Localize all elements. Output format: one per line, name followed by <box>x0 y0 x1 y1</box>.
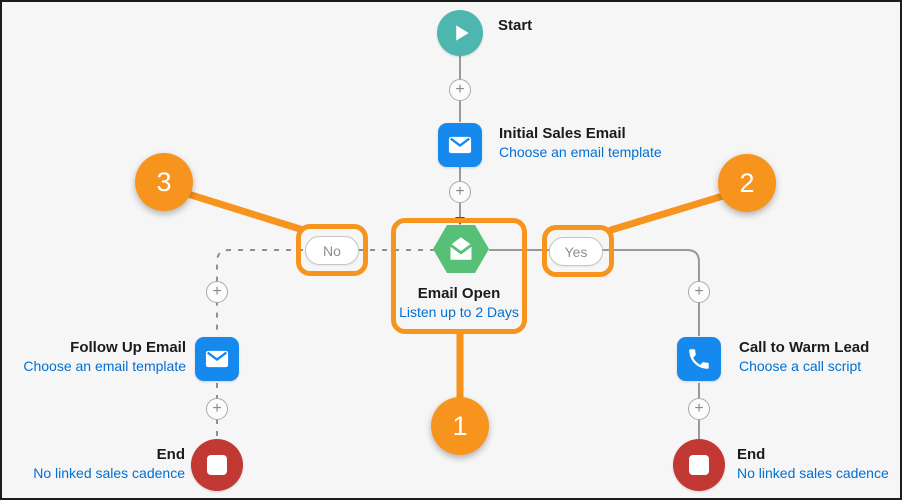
end-node-left[interactable] <box>191 439 243 491</box>
callout-1-badge: 1 <box>431 397 489 455</box>
add-step-button[interactable]: + <box>206 281 228 303</box>
callout-3-badge: 3 <box>135 153 193 211</box>
add-step-button[interactable]: + <box>688 281 710 303</box>
open-envelope-icon <box>449 237 473 260</box>
email-open-highlight-box <box>391 218 527 334</box>
initial-sales-email-link[interactable]: Choose an email template <box>499 144 662 160</box>
follow-up-email-link[interactable]: Choose an email template <box>23 358 186 374</box>
play-icon <box>456 25 469 41</box>
email-open-title: Email Open <box>417 285 501 302</box>
add-step-button[interactable]: + <box>206 398 228 420</box>
envelope-icon <box>448 136 472 154</box>
end-right-link[interactable]: No linked sales cadence <box>737 465 889 481</box>
initial-sales-email-title: Initial Sales Email <box>499 125 626 142</box>
email-open-link[interactable]: Listen up to 2 Days <box>399 304 519 320</box>
stop-icon <box>207 455 227 475</box>
end-left-title: End <box>156 446 185 463</box>
envelope-icon <box>205 350 229 368</box>
callout-2-badge: 2 <box>718 154 776 212</box>
end-left-link[interactable]: No linked sales cadence <box>33 465 185 481</box>
stop-icon <box>689 455 709 475</box>
add-step-button[interactable]: + <box>449 79 471 101</box>
call-to-warm-lead-link[interactable]: Choose a call script <box>739 358 862 374</box>
initial-sales-email-node[interactable] <box>438 123 482 167</box>
start-node[interactable] <box>437 10 483 56</box>
add-step-button[interactable]: + <box>449 181 471 203</box>
yes-badge-highlight-box <box>542 225 614 277</box>
add-step-button[interactable]: + <box>688 398 710 420</box>
yes-branch-badge[interactable]: Yes <box>549 237 603 266</box>
callout-3-pointer <box>184 190 304 233</box>
call-to-warm-lead-node[interactable] <box>677 337 721 381</box>
follow-up-email-title: Follow Up Email <box>70 339 186 356</box>
email-open-node[interactable] <box>433 225 489 273</box>
no-badge-highlight-box <box>296 224 368 276</box>
end-right-title: End <box>737 446 766 463</box>
callout-2-pointer <box>607 192 727 234</box>
call-to-warm-lead-title: Call to Warm Lead <box>739 339 870 356</box>
end-node-right[interactable] <box>673 439 725 491</box>
follow-up-email-node[interactable] <box>195 337 239 381</box>
start-label: Start <box>498 17 533 34</box>
phone-icon <box>689 349 709 369</box>
no-branch-badge[interactable]: No <box>305 236 359 265</box>
